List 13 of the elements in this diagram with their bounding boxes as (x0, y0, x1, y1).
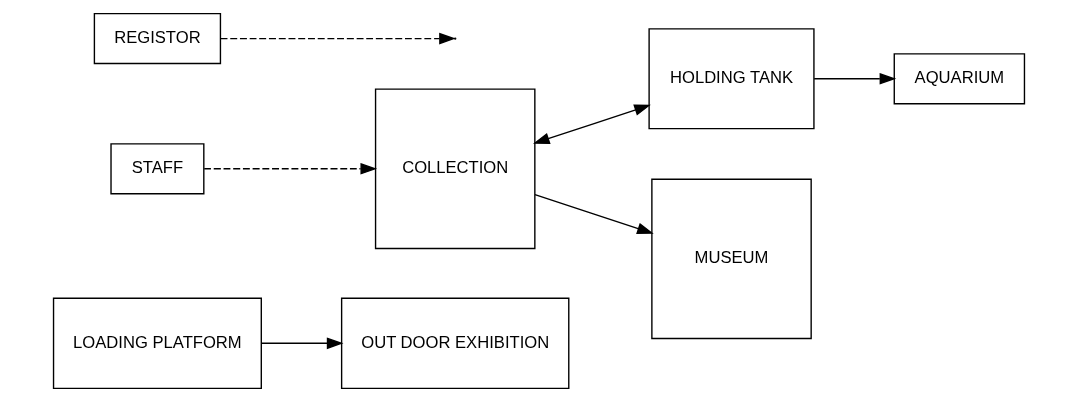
node-box: STAFF (109, 143, 204, 195)
arrow (260, 337, 343, 350)
arrow (533, 193, 654, 234)
node-box: OUT DOOR EXHIBITION (340, 297, 569, 390)
node-box: AQUARIUM (893, 53, 1025, 105)
node-box: MUSEUM (650, 178, 812, 340)
node-box: REGISTOR (93, 12, 221, 65)
arrow (812, 72, 896, 85)
arrow (203, 162, 377, 175)
node-box: COLLECTION (374, 88, 536, 250)
node-box: HOLDING TANK (647, 28, 815, 130)
node-box: LOADING PLATFORM (52, 297, 262, 390)
arrow (532, 104, 651, 144)
